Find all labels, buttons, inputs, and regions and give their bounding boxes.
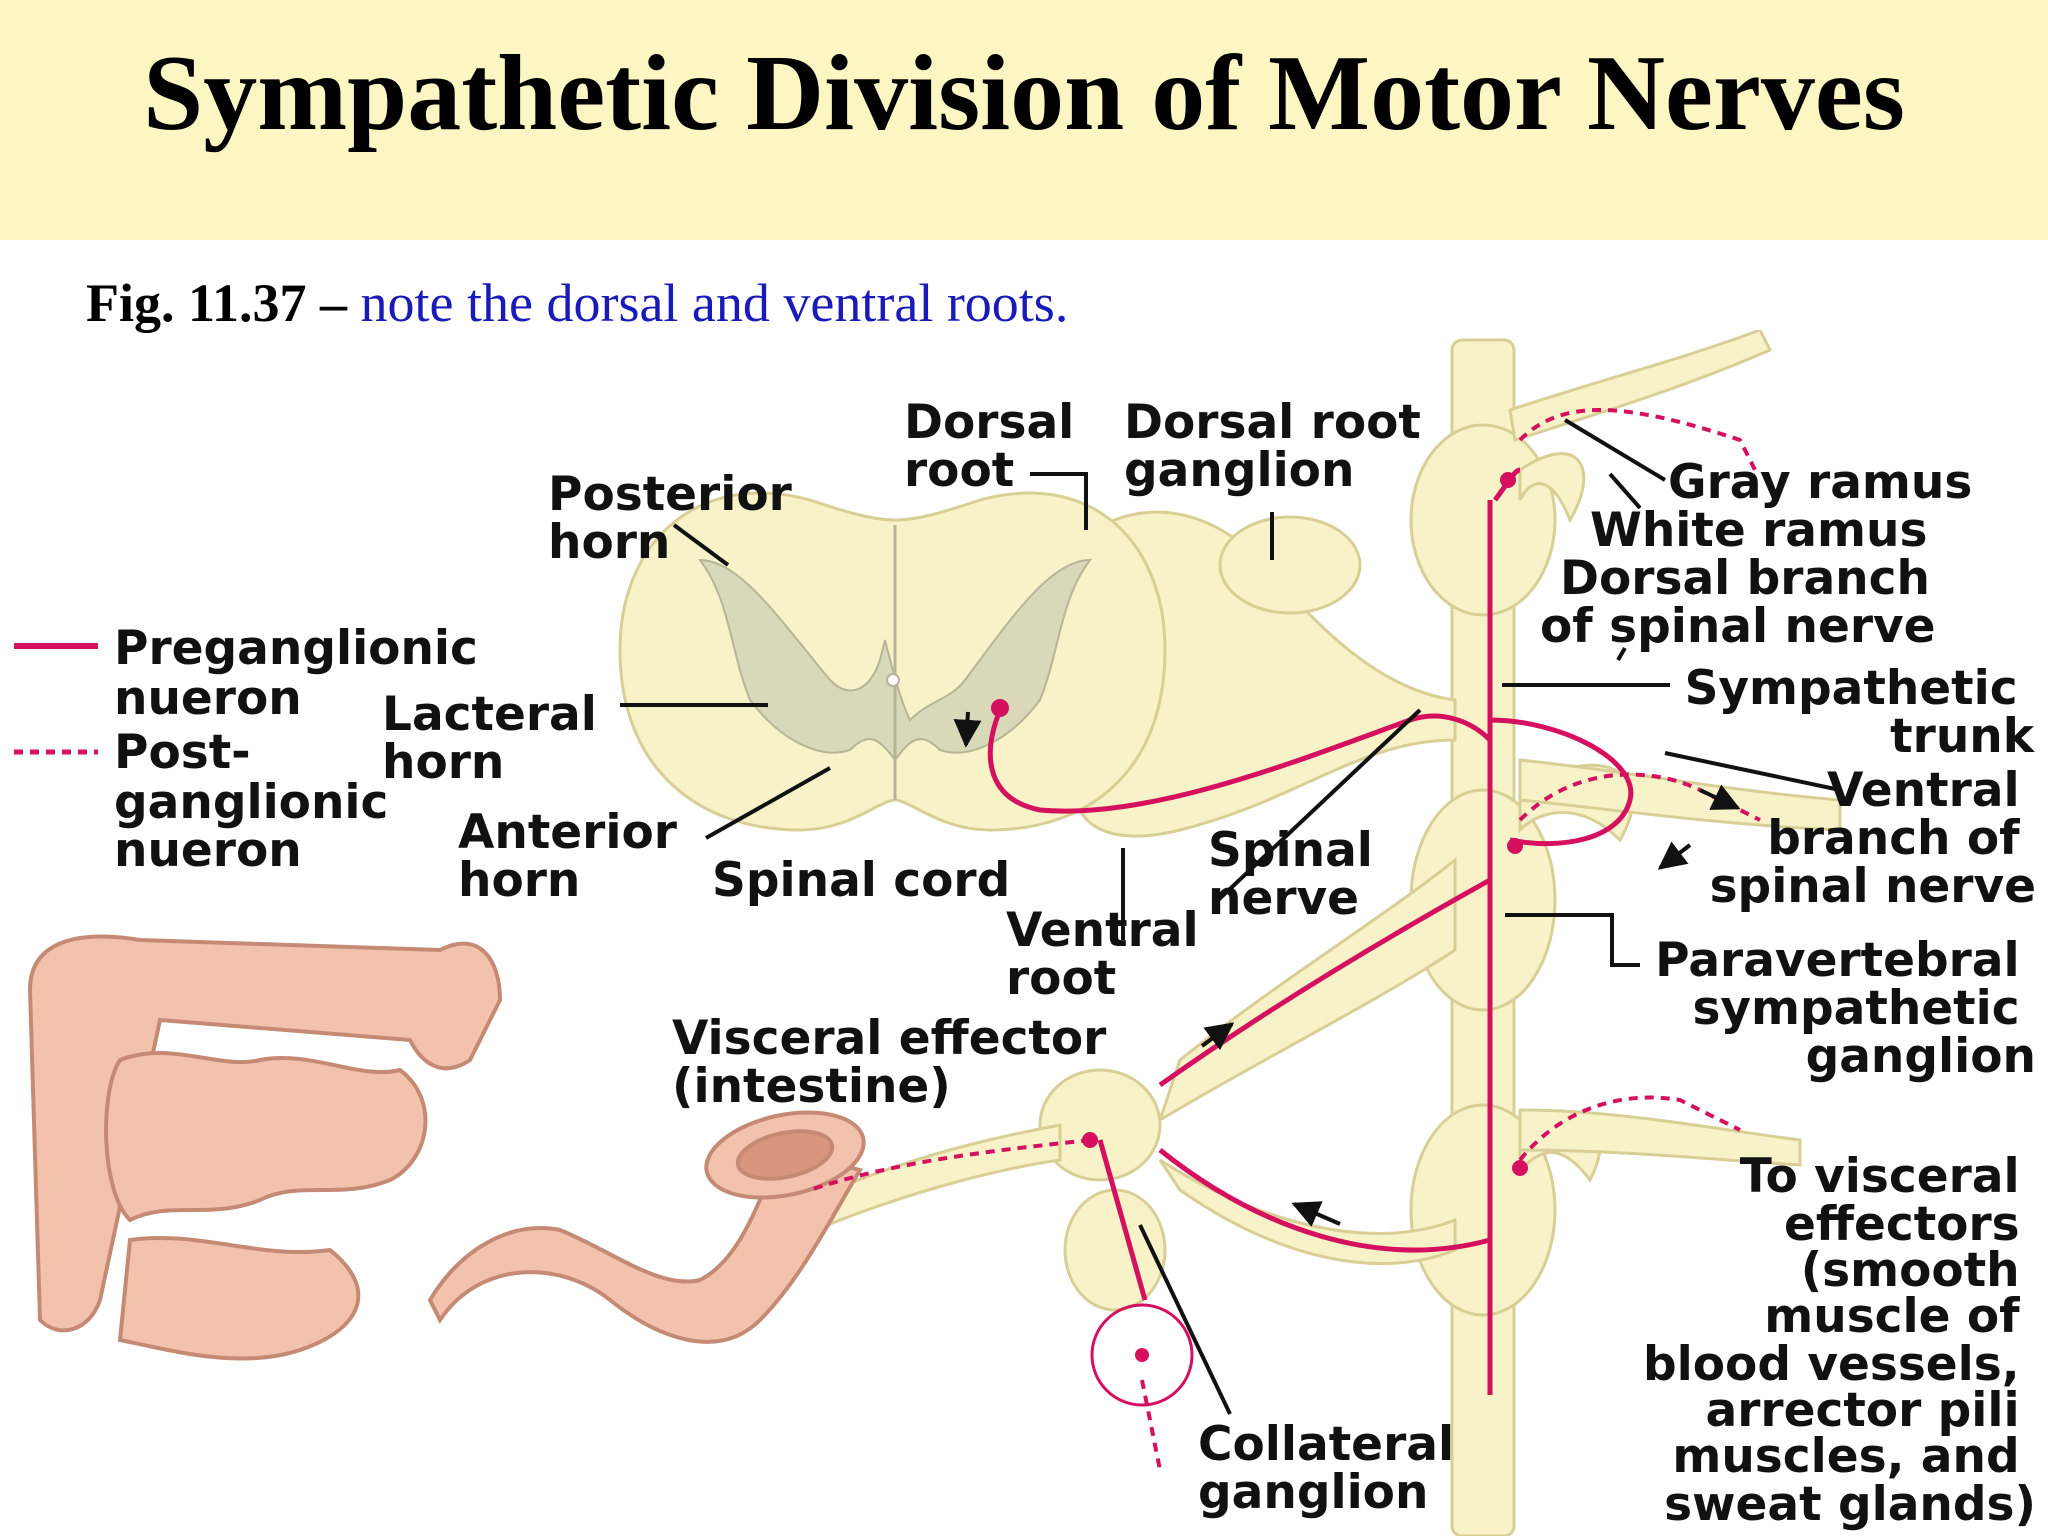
central-canal <box>886 673 900 687</box>
preganglionic-lower <box>1158 1148 1491 1253</box>
page-title: Sympathetic Division of Motor Nerves <box>143 34 1905 153</box>
large-intestine <box>27 934 503 1333</box>
preganglionic-to-collateral <box>1158 877 1492 1088</box>
lower-splanchnic-nerve <box>1158 1158 1457 1265</box>
dorsal-root-ganglion <box>1218 515 1362 615</box>
postganglionic-pathways <box>809 408 1761 1471</box>
neuron-pathways <box>987 467 1634 1407</box>
neuron-cell-bodies <box>991 472 1528 1362</box>
postganglionic-ventral <box>1518 772 1761 822</box>
legend-postganglionic: Post- ganglionic nueron <box>114 725 405 878</box>
dorsal-branch-nerve <box>1508 330 1773 442</box>
label-sympathetic-trunk: Sympathetic trunk <box>1685 661 2036 764</box>
intestine-lumen <box>735 1129 835 1181</box>
label-dorsal-root-ganglion: Dorsal root ganglion <box>1124 395 1437 498</box>
label-ventral-branch: Ventral branch of spinal nerve <box>1710 763 2036 914</box>
figure-caption: Fig. 11.37 – note the dorsal and ventral… <box>86 272 1068 334</box>
visceral-effector-nerve <box>1518 1108 1802 1167</box>
postganglionic-dorsal <box>1518 408 1757 471</box>
small-intestine-coils <box>104 1051 428 1223</box>
label-to-visceral-effectors: To visceral effectors (smooth muscle of … <box>1643 1149 2036 1532</box>
leader-lines <box>620 418 1841 1415</box>
label-lateral-horn: Lacteral horn <box>382 687 613 790</box>
label-anterior-horn: Anterior horn <box>458 805 693 908</box>
small-intestine-lower <box>117 1235 361 1361</box>
intestine-tube <box>427 1147 864 1344</box>
label-dorsal-root: Dorsal root <box>904 395 1091 498</box>
intestine-illustration <box>27 934 866 1361</box>
spinal-cord-cross-section <box>618 491 1167 832</box>
label-posterior-horn: Posterior horn <box>548 467 808 570</box>
title-band <box>0 0 2048 240</box>
postganglionic-visceral <box>1518 1095 1741 1162</box>
label-spinal-cord: Spinal cord <box>712 853 1010 908</box>
label-ventral-root: Ventral root <box>1006 903 1215 1006</box>
postganglionic-to-intestine <box>809 1138 1091 1192</box>
spinal-nerve <box>1078 510 1457 838</box>
label-white-ramus: White ramus <box>1590 503 1927 558</box>
effector-target-circle <box>1090 1303 1194 1407</box>
figure-note: note the dorsal and ventral roots. <box>360 273 1069 333</box>
label-paravertebral-ganglion: Paravertebral sympathetic ganglion <box>1655 933 2036 1084</box>
gray-ramus-upper <box>1518 452 1586 524</box>
legend: Preganglionic nueron Post- ganglionic nu… <box>14 621 494 878</box>
postganglionic-descending <box>1097 1139 1148 1301</box>
sympathetic-diagram: Preganglionic nueron Post- ganglionic nu… <box>14 330 2036 1536</box>
legend-preganglionic: Preganglionic nueron <box>114 621 494 726</box>
postganglionic-below-circle <box>1140 1379 1162 1471</box>
collateral-ganglion-upper <box>1038 1068 1162 1182</box>
preganglionic-loop-middle <box>1489 717 1634 847</box>
paravertebral-ganglion-upper <box>1409 423 1557 617</box>
preganglionic-main <box>987 709 1492 814</box>
label-gray-ramus: Gray ramus <box>1668 455 1972 510</box>
label-spinal-nerve: Spinal nerve <box>1208 823 1389 926</box>
figure-number: Fig. 11.37 – <box>86 273 348 333</box>
label-visceral-effector: Visceral effector (intestine) <box>672 1011 1123 1114</box>
label-collateral-ganglion: Collateral ganglion <box>1198 1417 1470 1520</box>
label-dorsal-branch: Dorsal branch of spinal nerve <box>1540 551 1946 654</box>
